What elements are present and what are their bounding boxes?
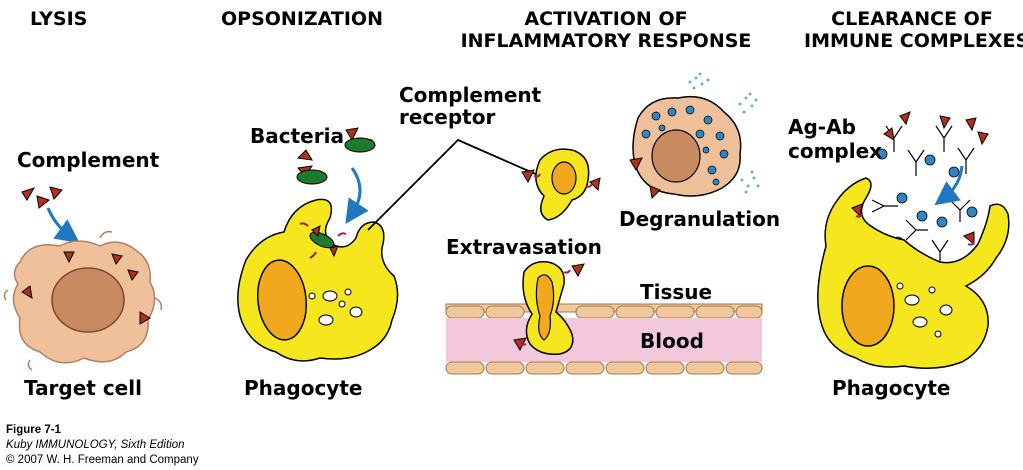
heading-activation-line1: ACTIVATION OF: [524, 8, 688, 30]
label-complement-receptor-line1: Complement: [399, 83, 542, 107]
complement-fragment: [21, 187, 36, 201]
heading-clearance-line2: IMMUNE COMPLEXES: [804, 30, 1023, 52]
lysis-panel: [3, 186, 163, 371]
heading-clearance-line1: CLEARANCE OF: [831, 8, 993, 30]
label-agab-complex: Ag-Ab complex: [788, 115, 882, 163]
caption-copyright: © 2007 W. H. Freeman and Company: [6, 454, 199, 466]
ag-ab-complex: [871, 125, 975, 264]
receptor-pointer-line: [367, 138, 541, 231]
clearance-arrow: [934, 165, 964, 206]
bacterium: [296, 169, 328, 185]
label-tissue: Tissue: [640, 280, 713, 304]
heading-lysis: LYSIS: [30, 8, 88, 30]
label-target-cell: Target cell: [24, 376, 142, 400]
activation-panel: [445, 72, 763, 375]
endothelium-bottom: [445, 361, 763, 375]
label-phagocyte-right: Phagocyte: [832, 376, 951, 400]
complement-fragment: [49, 186, 63, 200]
complement-fragment: [345, 127, 359, 142]
heading-activation: ACTIVATION OF INFLAMMATORY RESPONSE: [446, 8, 766, 52]
bacterium: [344, 137, 376, 153]
heading-clearance: CLEARANCE OF IMMUNE COMPLEXES: [804, 8, 1023, 52]
phagocyte-nucleus: [841, 265, 895, 347]
heading-opsonization: OPSONIZATION: [221, 8, 383, 30]
complement-fragment: [296, 149, 313, 161]
endothelium-top: [445, 305, 763, 319]
phagocyte-cell: [817, 177, 1010, 369]
complement-fragment: [36, 195, 51, 209]
clearance-panel: [817, 111, 1010, 369]
label-phagocyte-left: Phagocyte: [244, 376, 363, 400]
caption-book: Kuby IMMUNOLOGY, Sixth Edition: [6, 439, 185, 451]
granules: [641, 105, 729, 186]
label-agab-line2: complex: [788, 139, 883, 163]
blood-vessel-lumen: [446, 318, 762, 362]
target-cell-nucleus: [51, 267, 125, 333]
caption-figure: Figure 7-1: [6, 424, 61, 436]
label-complement-receptor: Complement receptor: [399, 84, 541, 128]
phagocyte-nucleus: [257, 259, 307, 341]
label-blood: Blood: [640, 329, 704, 353]
complement-on-complex: [883, 111, 989, 146]
antigens: [876, 148, 978, 248]
label-complement-receptor-line2: receptor: [399, 105, 496, 129]
label-extravasation: Extravasation: [446, 235, 602, 259]
opsonization-arrow: [345, 167, 369, 224]
heading-activation-line2: INFLAMMATORY RESPONSE: [460, 30, 752, 52]
label-degranulation: Degranulation: [619, 207, 781, 231]
lysis-arrow: [46, 207, 80, 244]
engulfed-bacterium: [309, 231, 335, 249]
label-complement: Complement: [17, 148, 160, 172]
opsonization-panel: [237, 127, 399, 362]
label-bacteria: Bacteria: [250, 124, 344, 148]
label-agab-line1: Ag-Ab: [788, 115, 856, 139]
